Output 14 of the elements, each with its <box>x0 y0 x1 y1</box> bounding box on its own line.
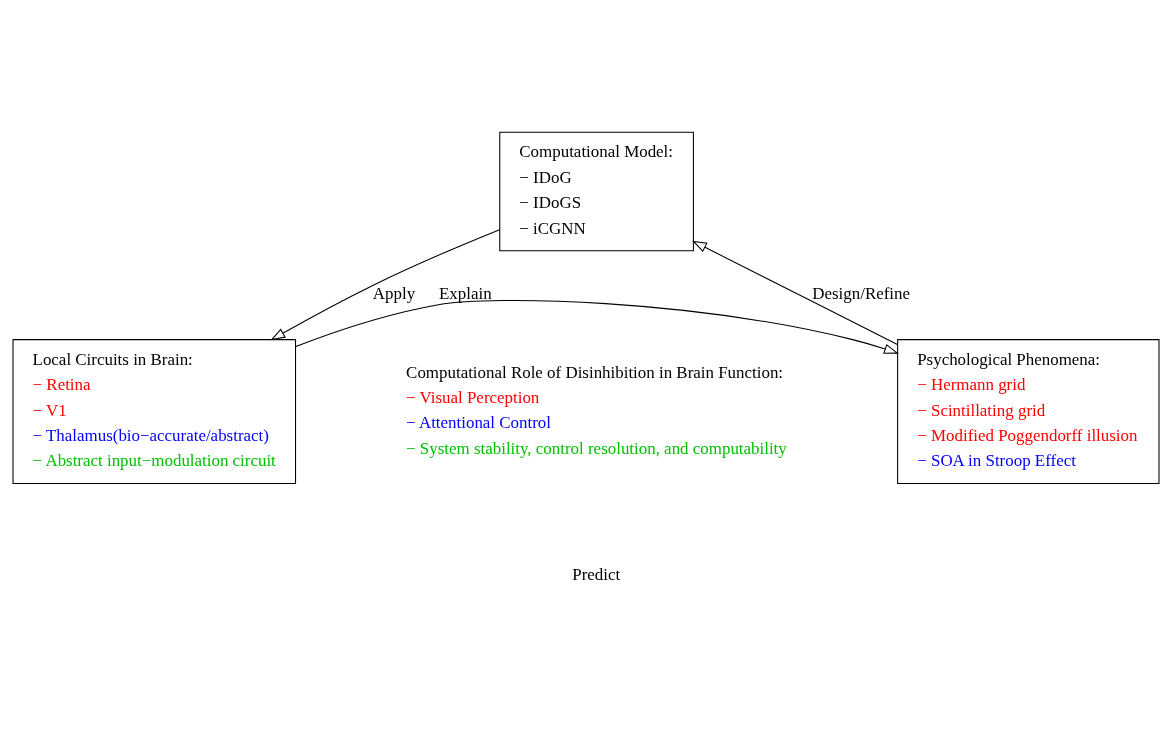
arrow <box>270 229 501 341</box>
label: Computational Role of Disinhibition in Brain Function: <box>406 362 784 382</box>
label: − Visual Perception <box>406 387 540 407</box>
edge-label: Design/Refine <box>812 284 910 304</box>
node-box: Local Circuits in Brain: − Retina − V1 − Thalamus(bio−accurate/abstract) − Abstract input−modulation circuit <box>12 339 297 485</box>
node-box: Computational Model: − IDoG − IDoGS − iCGNN <box>499 131 694 252</box>
node-box: Psychological Phenomena: − Hermann grid − Scintillating grid − Modified Poggendorff illusion − SOA in Stroop Effect <box>897 339 1160 485</box>
label: − Attentional Control <box>406 413 552 433</box>
edge-label: Apply <box>372 284 416 304</box>
label: Predict <box>572 564 621 584</box>
arrow <box>295 300 899 354</box>
label: − System stability, control resolution, and computability <box>406 438 787 458</box>
arrow <box>692 240 898 345</box>
edge-label: Explain <box>439 284 492 304</box>
